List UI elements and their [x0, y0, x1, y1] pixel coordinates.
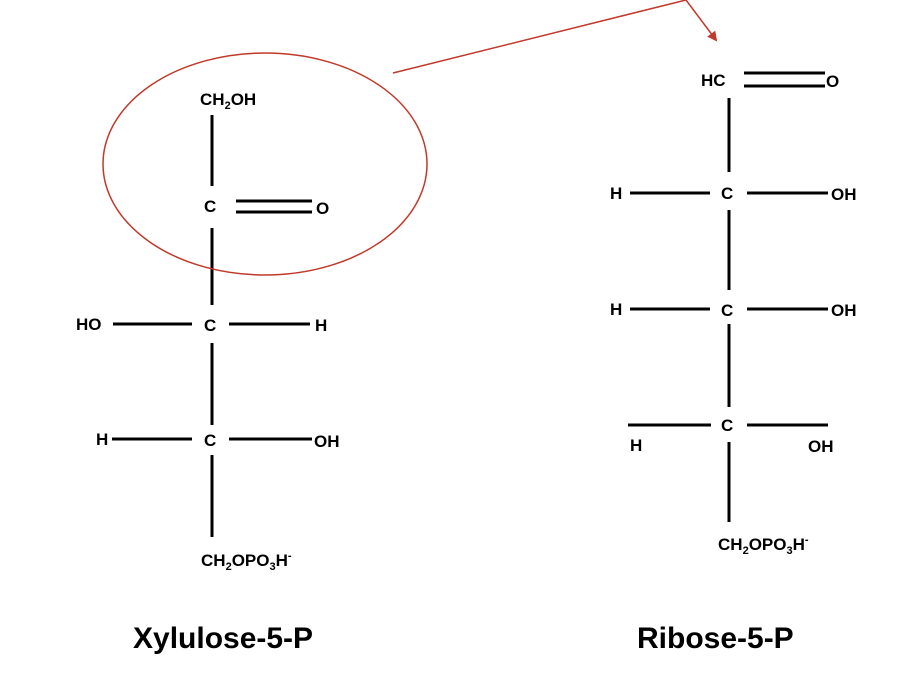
xyl-top-group: CH2OH: [200, 90, 256, 112]
xyl-c2-label: C: [204, 197, 216, 216]
rib-c3-left: H: [610, 300, 622, 319]
xyl-c3-right: H: [315, 316, 327, 335]
transfer-arrow: [392, 0, 718, 74]
xyl-c2-oxygen: O: [316, 199, 329, 218]
rib-c4-left: H: [630, 436, 642, 455]
xyl-c4-right: OH: [314, 432, 340, 451]
rib-c3-right: OH: [831, 301, 857, 320]
rib-bottom-group: CH2OPO3H-: [718, 534, 809, 557]
xyl-c4-left: H: [96, 430, 108, 449]
rib-c2-label: C: [721, 184, 733, 203]
rib-c4-right: OH: [808, 437, 834, 456]
xyl-c3-left: HO: [76, 315, 102, 334]
xyl-c4-label: C: [204, 431, 216, 450]
rib-c1-oxygen: O: [826, 72, 839, 91]
xyl-bottom-group: CH2OPO3H-: [201, 550, 292, 573]
ribose-name: Ribose-5-P: [637, 622, 794, 655]
rib-c1-label: HC: [701, 71, 726, 90]
rib-c4-label: C: [721, 416, 733, 435]
rib-c2-right: OH: [831, 185, 857, 204]
xyl-c3-label: C: [204, 316, 216, 335]
rib-c3-label: C: [721, 301, 733, 320]
highlight-circle: [102, 52, 428, 276]
xylulose-name: Xylulose-5-P: [133, 622, 313, 655]
ribose-structure: HC O C H OH C H OH C H OH CH2OPO3H- Ribo…: [610, 71, 857, 655]
rib-c2-left: H: [610, 184, 622, 203]
xylulose-structure: CH2OH C O C HO H C H OH CH2OPO3H- Xylulo…: [76, 90, 340, 655]
